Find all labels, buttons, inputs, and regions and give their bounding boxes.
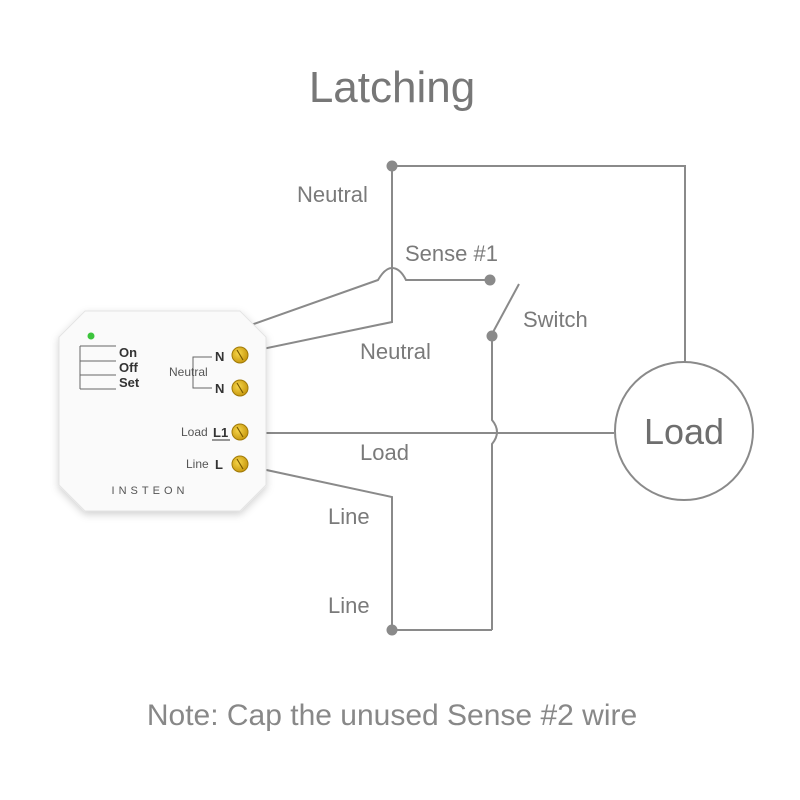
load-wire-label: Load [360, 440, 409, 465]
button-tab-lines [79, 345, 116, 390]
note-text: Note: Cap the unused Sense #2 wire [147, 699, 637, 732]
terminal-slots [236, 349, 244, 470]
line-junction-node [386, 624, 398, 636]
neutral-group-label: Neutral [169, 365, 208, 379]
line-terminal-small-label: Line [186, 457, 209, 471]
diagram-title: Latching [309, 63, 475, 112]
brand-logo: INSTEON [112, 485, 189, 497]
status-led [87, 332, 95, 340]
button-tabs [79, 345, 116, 390]
off-button-label: Off [119, 360, 138, 375]
on-button-label: On [119, 345, 137, 360]
switch-lever [491, 283, 520, 335]
switch-top-node [484, 274, 496, 286]
line-wire-to-device [247, 465, 393, 630]
switch-label: Switch [523, 307, 588, 332]
load-circle [614, 361, 754, 501]
set-button-label: Set [119, 375, 140, 390]
terminal-n1-slot [236, 349, 244, 361]
load-circle-label: Load [644, 411, 724, 452]
terminal-l1-slot [236, 426, 244, 438]
terminal-l-slot [236, 458, 244, 470]
switch-bottom-node [486, 330, 498, 342]
line-lower-label: Line [328, 593, 370, 618]
neutral-top-label: Neutral [297, 182, 368, 207]
sense-wire [247, 266, 490, 327]
neutral-wire-to-device [247, 166, 393, 353]
terminal-n1-label: N [215, 349, 224, 364]
neutral-wire-to-load [392, 165, 686, 362]
load-terminal-small-label: Load [181, 425, 208, 439]
neutral-mid-label: Neutral [360, 339, 431, 364]
line-upper-label: Line [328, 504, 370, 529]
neutral-bracket [192, 356, 212, 389]
module-body [58, 310, 267, 512]
wires [200, 165, 686, 631]
sense-label: Sense #1 [405, 241, 498, 266]
switch-wire [491, 336, 498, 630]
terminal-l-label: L [215, 457, 223, 472]
insteon-module: On Off Set Neutral N N Load L1 Line L IN… [58, 310, 267, 512]
junction-nodes [386, 160, 498, 636]
terminal-l1-label: L1 [213, 425, 228, 440]
terminal-n2-slot [236, 382, 244, 394]
terminal-n2-label: N [215, 381, 224, 396]
neutral-junction-node [386, 160, 398, 172]
